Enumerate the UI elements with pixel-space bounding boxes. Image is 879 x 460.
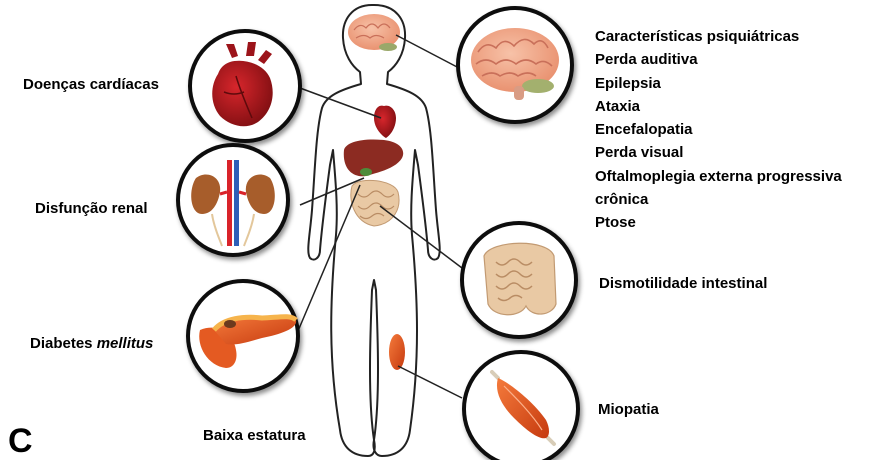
heart-icon <box>190 31 300 141</box>
label-cardiac: Doenças cardíacas <box>23 77 159 92</box>
brain-feature-item: Perda auditiva <box>595 48 842 71</box>
muscle-small-icon <box>389 334 405 370</box>
label-myopathy: Miopatia <box>598 402 659 417</box>
intestine-icon <box>462 223 576 337</box>
human-silhouette <box>308 5 439 456</box>
label-diabetes: Diabetes mellitus <box>30 336 153 351</box>
kidney-icon <box>178 145 288 255</box>
label-diabetes-italic: mellitus <box>97 335 154 352</box>
label-diabetes-main: Diabetes <box>30 335 93 352</box>
label-short-stature: Baixa estatura <box>203 428 306 443</box>
brain-feature-item: Epilepsia <box>595 72 842 95</box>
brain-feature-item: Ptose <box>595 211 842 234</box>
brain-feature-item: Perda visual <box>595 141 842 164</box>
brain-feature-item: Ataxia <box>595 95 842 118</box>
brain-feature-item: crônica <box>595 188 842 211</box>
label-intestinal: Dismotilidade intestinal <box>599 276 767 291</box>
brain-icon <box>458 8 572 122</box>
brain-features-list: Características psiquiátricas Perda audi… <box>595 25 842 235</box>
label-renal: Disfunção renal <box>35 201 148 216</box>
brain-feature-item: Oftalmoplegia externa progressiva <box>595 165 842 188</box>
panel-letter: C <box>8 424 33 458</box>
pancreas-icon <box>188 281 298 391</box>
brain-feature-item: Encefalopatia <box>595 118 842 141</box>
brain-feature-item: Características psiquiátricas <box>595 25 842 48</box>
muscle-icon <box>464 352 578 460</box>
